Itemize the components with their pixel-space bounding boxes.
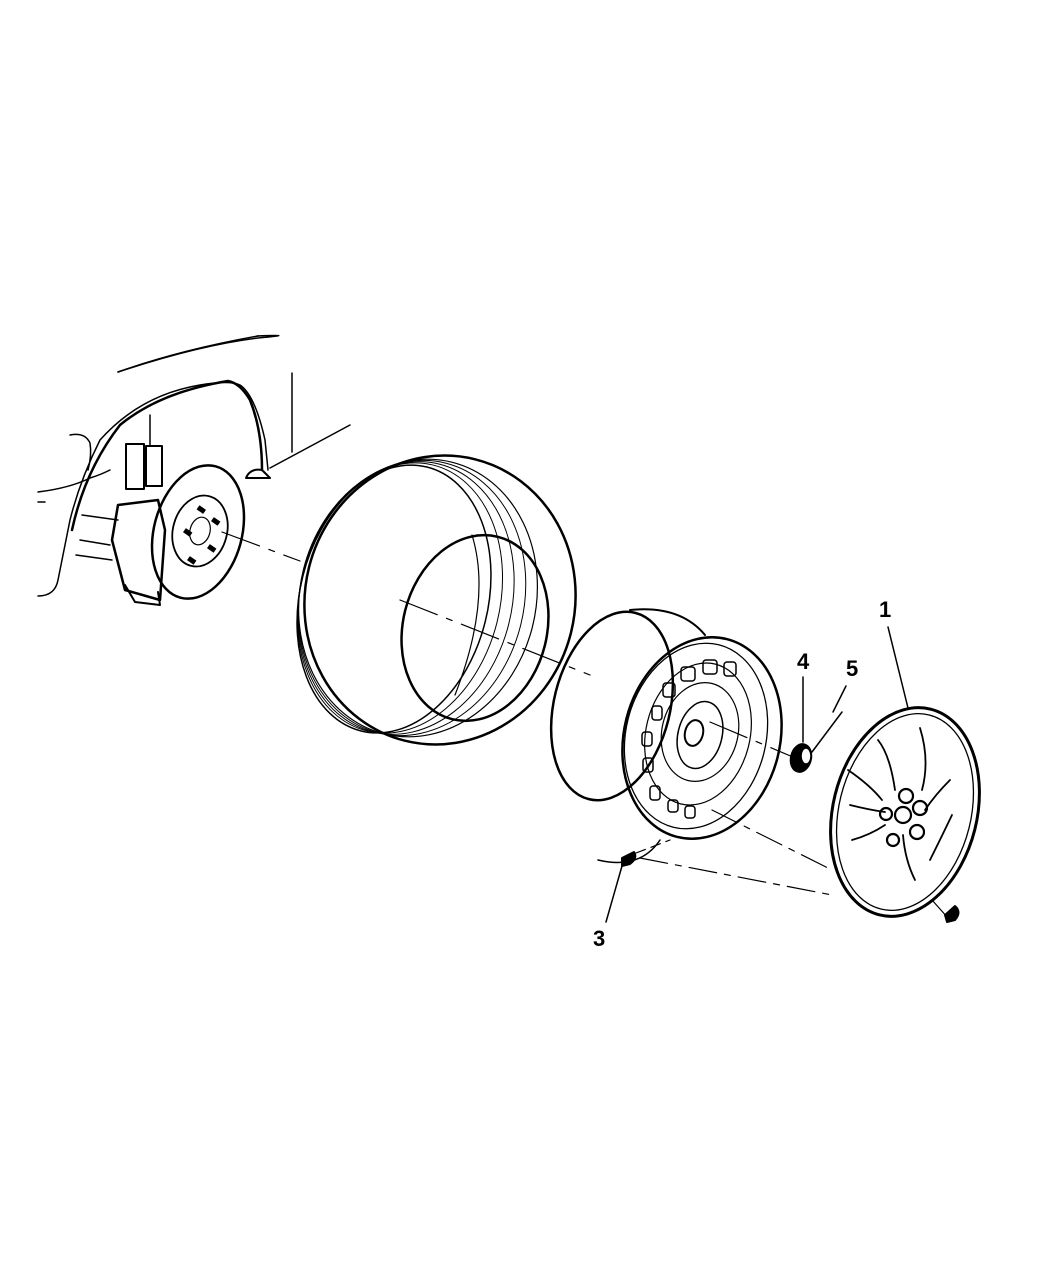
callout-3: 3 [593, 926, 606, 951]
callout-5: 5 [846, 656, 859, 681]
wheel-studs [183, 505, 221, 565]
assembly-leader-lines [639, 809, 833, 896]
wheel-vent-holes [641, 659, 737, 819]
lug-nut [789, 743, 813, 773]
callout-4: 4 [797, 649, 810, 674]
wheel-cover-lug-holes [878, 787, 929, 848]
steel-wheel [549, 608, 783, 864]
valve-stem [621, 839, 960, 923]
callout-leaders [605, 626, 909, 923]
wheel-cover [829, 706, 981, 919]
assembly-centerline [221, 531, 801, 761]
callout-1: 1 [879, 597, 892, 622]
vehicle-body [37, 334, 351, 597]
tire [296, 454, 577, 746]
brake-assembly [75, 414, 246, 606]
